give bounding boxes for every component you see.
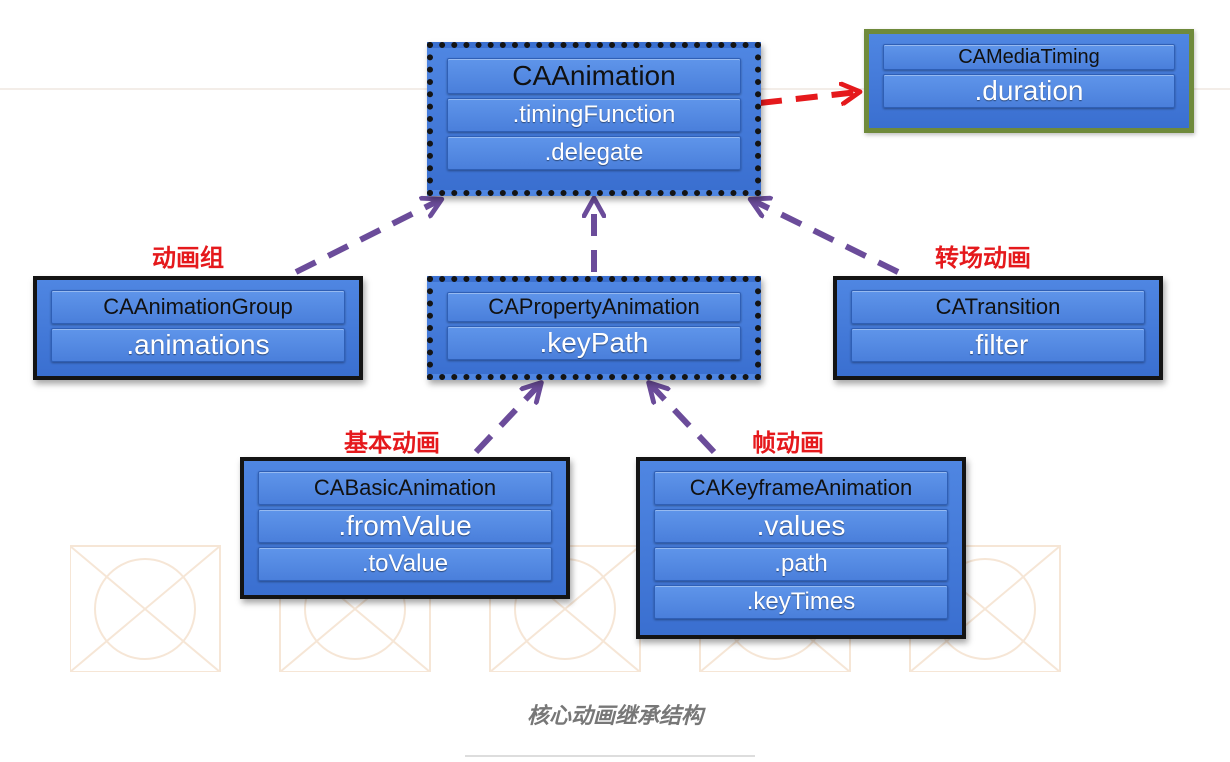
arrow-group-to-animation xyxy=(294,200,440,275)
bottom-divider xyxy=(465,755,755,757)
cakeyframeanimation-prop: .keyTimes xyxy=(654,585,948,619)
caanimationgroup-name: CAAnimationGroup xyxy=(51,290,345,324)
camediatiming-box: CAMediaTiming .duration xyxy=(864,29,1194,133)
cabasicanimation-box: CABasicAnimation .fromValue .toValue xyxy=(240,457,570,599)
camediatiming-prop: .duration xyxy=(883,74,1175,108)
capropertyanimation-name: CAPropertyAnimation xyxy=(447,292,741,322)
keyframe-label: 帧动画 xyxy=(752,430,824,457)
catransition-box: CATransition .filter xyxy=(833,276,1163,380)
caanimation-prop: .timingFunction xyxy=(447,98,741,132)
cabasicanimation-name: CABasicAnimation xyxy=(258,471,552,505)
arrow-basic-to-property xyxy=(473,384,540,455)
capropertyanimation-prop: .keyPath xyxy=(447,326,741,360)
cabasicanimation-prop: .fromValue xyxy=(258,509,552,543)
caanimationgroup-prop: .animations xyxy=(51,328,345,362)
arrow-transition-to-animation xyxy=(752,200,900,275)
catransition-name: CATransition xyxy=(851,290,1145,324)
basic-label: 基本动画 xyxy=(344,430,440,457)
camediatiming-name: CAMediaTiming xyxy=(883,44,1175,70)
caanimation-box: CAAnimation .timingFunction .delegate xyxy=(427,42,761,196)
arrow-red-mediatiming xyxy=(759,92,858,106)
cabasicanimation-prop: .toValue xyxy=(258,547,552,581)
cakeyframeanimation-box: CAKeyframeAnimation .values .path .keyTi… xyxy=(636,457,966,639)
arrow-keyframe-to-property xyxy=(650,384,717,455)
caanimation-prop: .delegate xyxy=(447,136,741,170)
catransition-prop: .filter xyxy=(851,328,1145,362)
capropertyanimation-box: CAPropertyAnimation .keyPath xyxy=(427,276,761,380)
transition-label: 转场动画 xyxy=(935,245,1031,272)
figure-caption: 核心动画继承结构 xyxy=(526,703,703,728)
caanimationgroup-box: CAAnimationGroup .animations xyxy=(33,276,363,380)
group-label: 动画组 xyxy=(152,245,224,272)
cakeyframeanimation-prop: .values xyxy=(654,509,948,543)
cakeyframeanimation-name: CAKeyframeAnimation xyxy=(654,471,948,505)
cakeyframeanimation-prop: .path xyxy=(654,547,948,581)
caanimation-name: CAAnimation xyxy=(447,58,741,94)
